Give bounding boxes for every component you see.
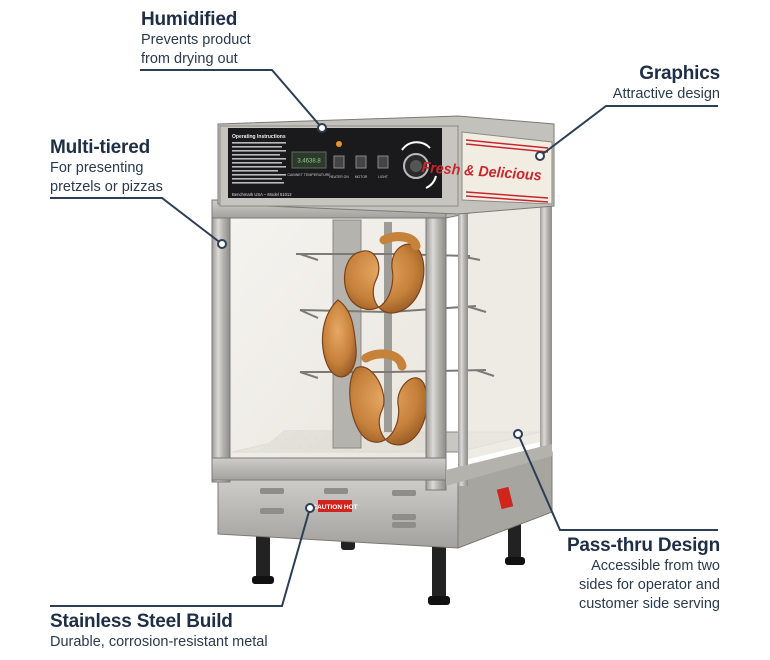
- callout-humidified: Humidified Prevents product from drying …: [141, 9, 251, 69]
- callout-multi-tiered: Multi-tiered For presenting pretzels or …: [50, 137, 163, 197]
- callout-pass-thru: Pass-thru Design Accessible from two sid…: [567, 535, 720, 614]
- callout-title: Graphics: [639, 63, 720, 84]
- callout-desc-line: Prevents product: [141, 32, 251, 48]
- callout-desc-line: For presenting: [50, 160, 144, 176]
- control-head: Operating Instructions 3.4638.8 CABINET …: [217, 115, 555, 215]
- callout-desc-line: customer side serving: [578, 596, 720, 612]
- pretzels: [321, 232, 428, 446]
- callout-title: Stainless Steel Build: [50, 611, 233, 632]
- callout-desc-line: Durable, corrosion-resistant metal: [50, 634, 268, 650]
- callout-title: Pass-thru Design: [566, 535, 720, 556]
- legs: [252, 515, 525, 605]
- panel-heading: Operating Instructions: [232, 134, 286, 140]
- callout-dots: [217, 123, 545, 513]
- callout-desc-line: from drying out: [141, 51, 238, 67]
- callout-desc-line: Attractive design: [612, 86, 720, 102]
- callout-title: Multi-tiered: [50, 137, 150, 158]
- readout-caption: CABINET TEMPERATURE: [287, 173, 331, 177]
- caution-label: CAUTION HOT: [312, 504, 357, 511]
- panel-footer: Benchmark USA – Model 51012: [232, 192, 292, 197]
- switch-label-motor: MOTOR: [355, 175, 368, 179]
- callout-stainless-steel: Stainless Steel Build Durable, corrosion…: [50, 611, 268, 652]
- callout-desc-line: sides for operator and: [578, 577, 720, 593]
- callout-desc-line: pretzels or pizzas: [50, 179, 163, 195]
- base-cabinet: CAUTION HOT: [217, 451, 553, 549]
- callout-title: Humidified: [141, 9, 238, 30]
- switch-label-light: LIGHT: [378, 175, 388, 179]
- callout-graphics: Graphics Attractive design: [613, 63, 720, 104]
- callout-desc-line: Accessible from two: [591, 558, 720, 574]
- temperature-readout: 3.4638.8: [297, 159, 321, 165]
- switch-label-heater: HEATER ON: [329, 175, 349, 179]
- leader-lines: [50, 69, 718, 607]
